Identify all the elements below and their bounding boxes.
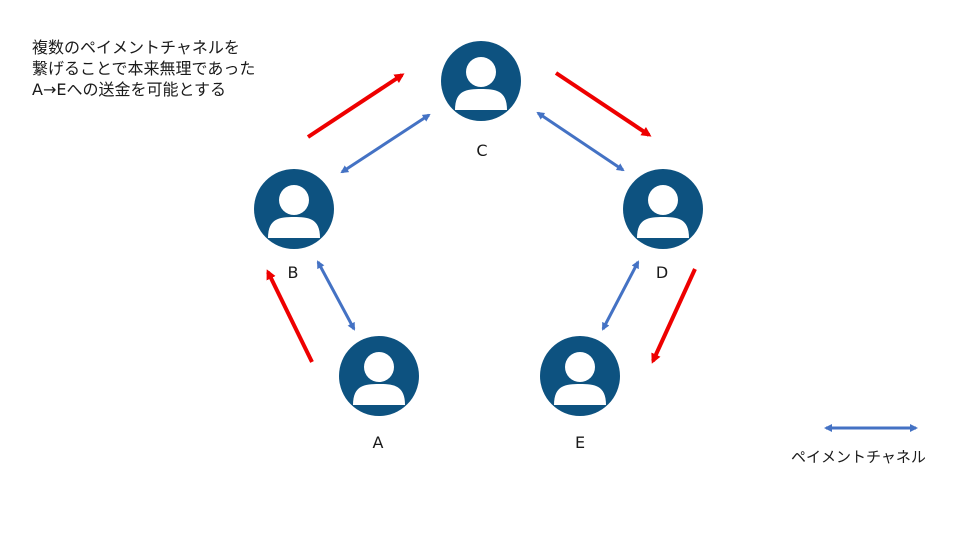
caption: 複数のペイメントチャネルを 繋げることで本来無理であった A→Eへの送金を可能と… bbox=[32, 37, 255, 100]
caption-line-1: 複数のペイメントチャネルを bbox=[32, 38, 240, 57]
user-icon bbox=[637, 185, 689, 238]
user-icon bbox=[455, 57, 507, 110]
channels bbox=[316, 111, 640, 331]
payment-arrow-d-to-e bbox=[651, 268, 697, 364]
channel-b-c bbox=[340, 113, 431, 174]
caption-line-3: A→Eへの送金を可能とする bbox=[32, 80, 226, 99]
payment-arrow-a-to-b bbox=[266, 269, 314, 363]
user-icon bbox=[268, 185, 320, 238]
node-d-label: D bbox=[656, 263, 668, 282]
channel-a-b bbox=[316, 260, 356, 331]
user-icon bbox=[353, 352, 405, 405]
node-e-label: E bbox=[575, 433, 585, 452]
node-a: A bbox=[339, 336, 419, 452]
channel-d-e bbox=[601, 260, 640, 331]
node-c-label: C bbox=[476, 141, 487, 160]
node-d: D bbox=[623, 169, 703, 282]
node-b: B bbox=[254, 169, 334, 282]
node-b-label: B bbox=[288, 263, 299, 282]
payment-arrow-b-to-c bbox=[306, 73, 405, 139]
payment-arrow-c-to-d bbox=[554, 71, 652, 137]
node-e: E bbox=[540, 336, 620, 452]
channel-c-d bbox=[536, 111, 625, 172]
payment-path bbox=[266, 71, 697, 364]
caption-line-2: 繋げることで本来無理であった bbox=[32, 59, 256, 78]
node-c: C bbox=[441, 41, 521, 160]
node-a-label: A bbox=[373, 433, 384, 452]
user-icon bbox=[554, 352, 606, 405]
legend-label: ペイメントチャネル bbox=[791, 448, 926, 466]
